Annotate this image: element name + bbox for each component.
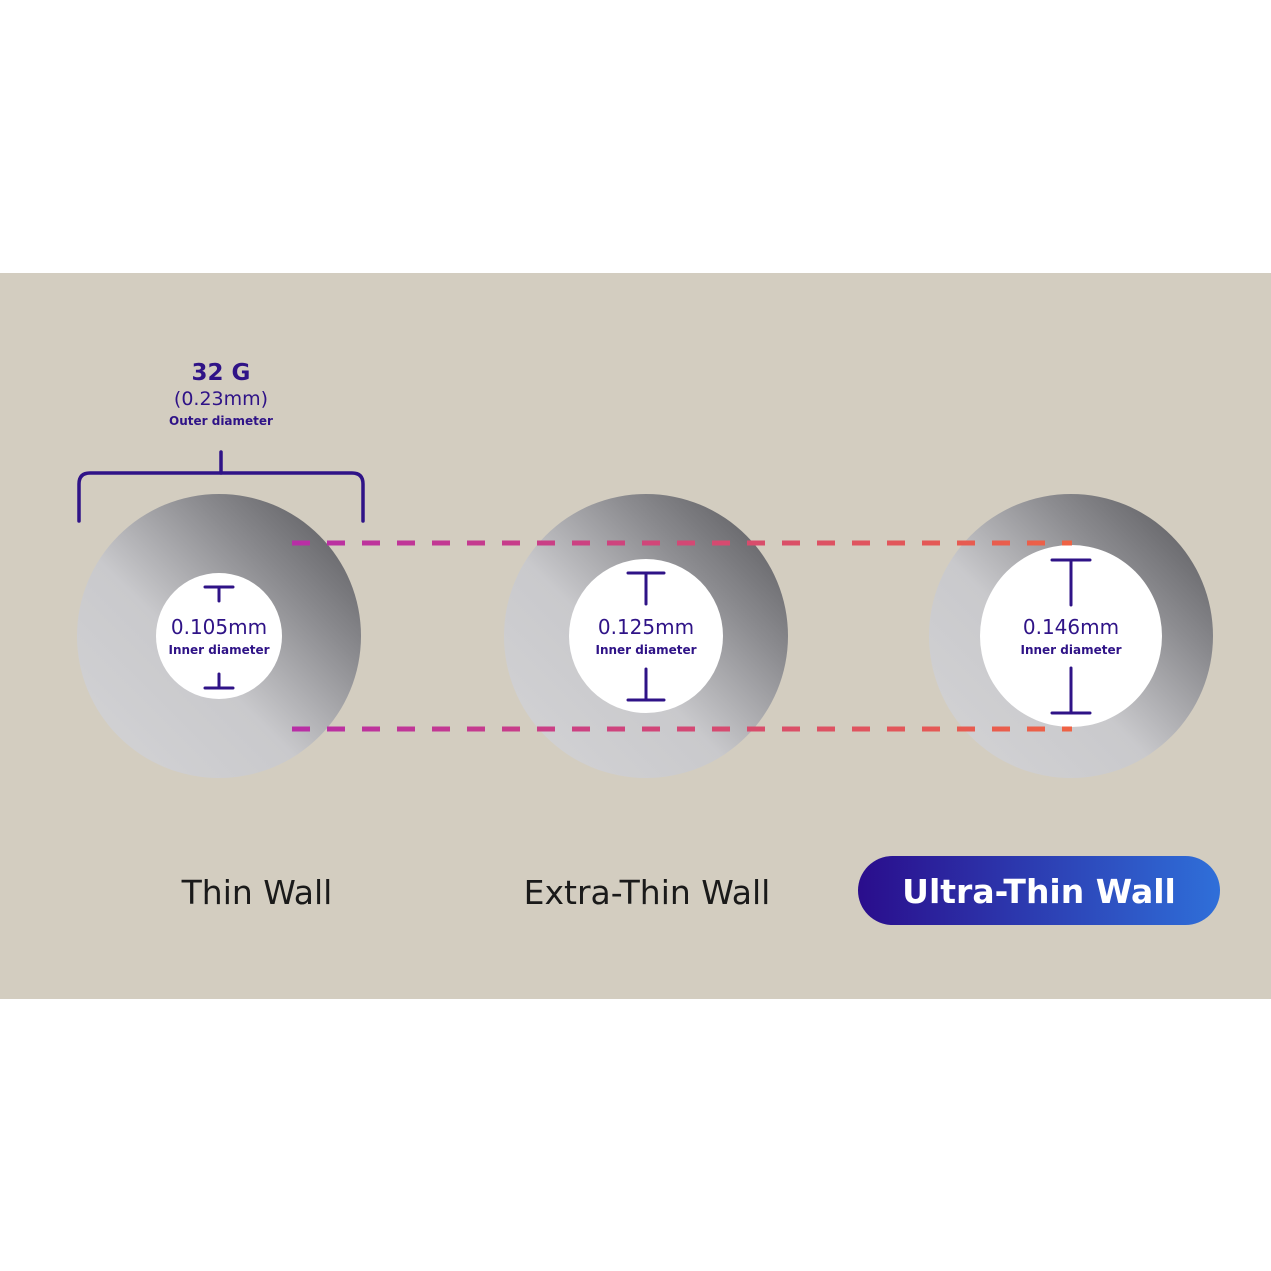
inner-diameter-arrow-icon: [203, 585, 235, 690]
tube-ultra-thin-wall: 0.146mm Inner diameter: [929, 494, 1213, 778]
label-ultra-thin-wall: Ultra-Thin Wall: [902, 872, 1176, 911]
tube-lumen: [980, 545, 1162, 727]
ultra-thin-wall-badge: [858, 856, 1220, 925]
label-extra-thin-wall: Extra-Thin Wall: [524, 873, 771, 912]
inner-diameter-arrow-icon: [1050, 558, 1092, 715]
tube-thin-wall: 0.105mm Inner diameter: [77, 494, 361, 778]
tube-lumen: [156, 573, 282, 699]
inner-diameter-caption: Inner diameter: [168, 643, 269, 657]
inner-diameter-caption: Inner diameter: [1020, 643, 1121, 657]
tube-extra-thin-wall: 0.125mm Inner diameter: [504, 494, 788, 778]
inner-diameter-arrow-icon: [626, 571, 666, 702]
inner-diameter-value: 0.125mm: [598, 615, 694, 639]
inner-diameter-caption: Inner diameter: [595, 643, 696, 657]
outer-diameter-value: (0.23mm): [174, 388, 268, 410]
label-thin-wall: Thin Wall: [181, 873, 333, 912]
inner-diameter-value: 0.146mm: [1023, 615, 1119, 639]
inner-diameter-value: 0.105mm: [171, 615, 267, 639]
outer-gauge-label: 32 G: [192, 360, 251, 386]
tube-lumen: [569, 559, 723, 713]
outer-diameter-caption: Outer diameter: [169, 414, 273, 428]
